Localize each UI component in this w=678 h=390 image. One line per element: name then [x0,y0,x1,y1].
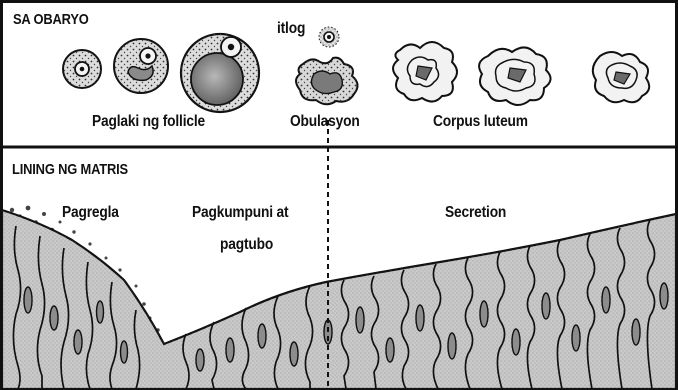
ruptured-follicle [296,58,358,105]
uterus-section-title: LINING NG MATRIS [12,162,128,177]
corpus-luteum-late [593,52,649,102]
repair-growth-label-line2: pagtubo [220,237,273,253]
ovulation-label: Obulasyon [290,114,360,130]
released-egg [319,27,339,47]
egg-label: itlog [277,21,305,37]
corpus-luteum-early [393,42,457,102]
menstruation-label: Pagregla [62,205,119,221]
secretion-label: Secretion [445,205,506,221]
follicle-growth-label: Paglaki ng follicle [92,114,205,130]
ovary-section-title: SA OBARYO [13,12,89,27]
endometrium-texture [2,210,676,389]
follicle-small [63,50,101,88]
corpus-luteum-label: Corpus luteum [433,114,528,130]
repair-growth-label-line1: Pagkumpuni at [192,205,288,221]
corpus-luteum-mid [479,47,550,105]
follicle-medium [114,39,168,93]
follicle-mature [181,34,259,112]
